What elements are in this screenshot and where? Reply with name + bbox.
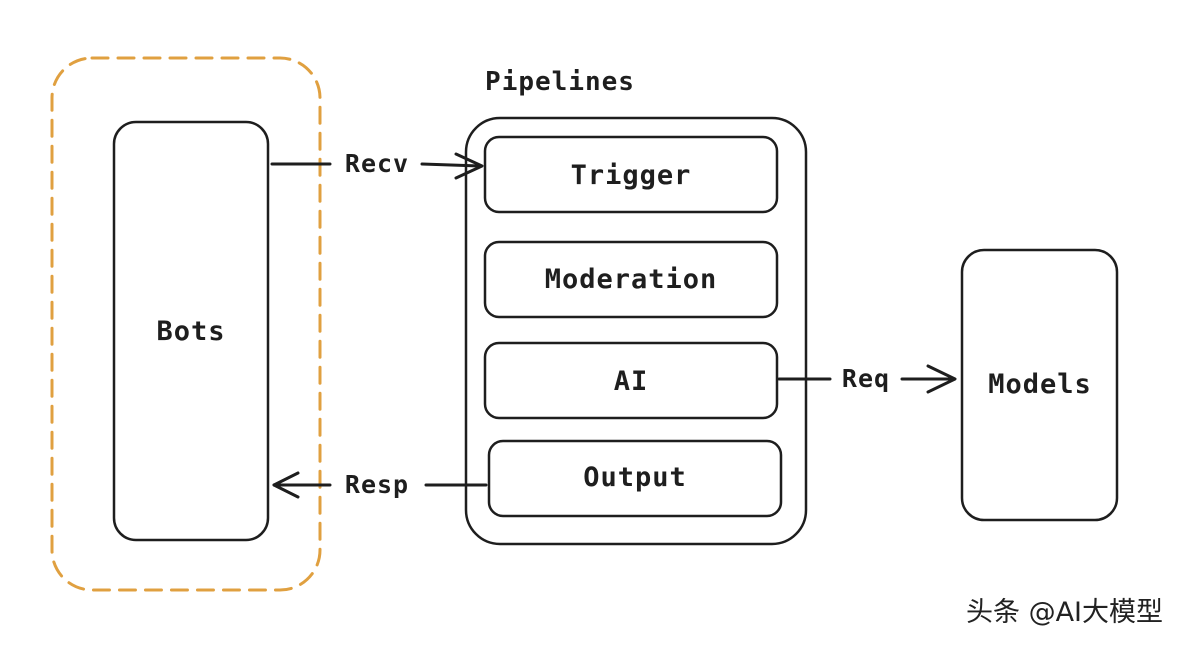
pipelines-container <box>464 116 808 546</box>
bots-highlight-frame <box>50 56 322 592</box>
recv-label: Recv <box>345 149 409 178</box>
bots-node <box>112 120 270 542</box>
stage-ai-label: AI <box>614 366 649 397</box>
stage-ai-box <box>483 341 779 420</box>
recv-arrow <box>270 152 484 180</box>
models-label: Models <box>988 369 1092 400</box>
pipelines-title: Pipelines <box>485 67 635 97</box>
stage-output-box <box>487 439 783 518</box>
stage-moderation-label: Moderation <box>545 264 718 295</box>
stage-output-label: Output <box>583 462 687 493</box>
bots-label: Bots <box>156 316 225 347</box>
stage-moderation-box <box>483 240 779 319</box>
stage-trigger-label: Trigger <box>571 160 692 191</box>
req-arrow <box>777 364 957 394</box>
req-label: Req <box>842 364 890 393</box>
resp-arrow <box>272 471 488 499</box>
resp-label: Resp <box>345 470 409 499</box>
watermark: 头条 @AI大模型 <box>966 597 1163 628</box>
stage-trigger-box <box>483 135 779 214</box>
models-node <box>960 248 1119 522</box>
